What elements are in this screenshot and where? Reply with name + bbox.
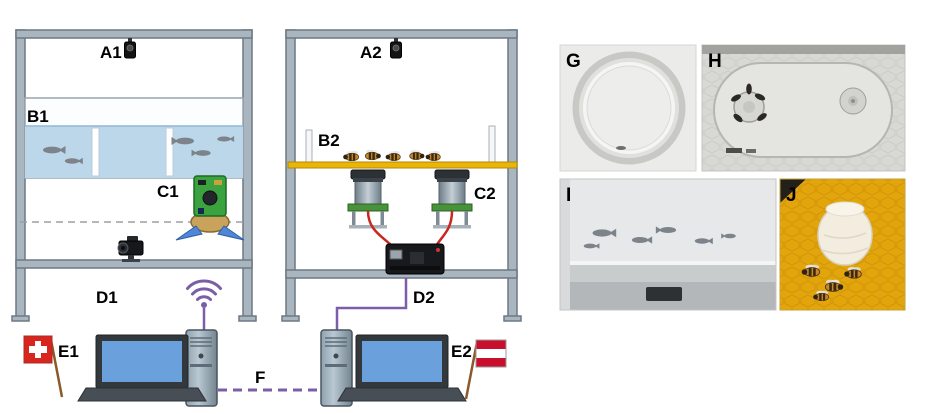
fish-robot [175, 175, 245, 241]
label-g: G [566, 51, 581, 72]
label-j: J [786, 185, 797, 206]
label-b1: B1 [27, 107, 49, 126]
fish-camera-icon [124, 37, 136, 59]
label-c2: C2 [474, 184, 496, 203]
tank-divider [91, 127, 100, 177]
photo-panel-fish-tank [559, 178, 777, 311]
photo-panel-dish [559, 44, 697, 172]
laptop-ch [77, 334, 207, 402]
laptop-at [337, 334, 467, 402]
bee-cluster [731, 83, 767, 123]
label-e1: E1 [58, 342, 79, 361]
label-a1: A1 [100, 43, 122, 62]
network-links [186, 278, 408, 392]
controller-board [385, 243, 445, 275]
wifi-icon [186, 279, 222, 308]
arena-post [305, 129, 313, 165]
bee-camera-icon [390, 37, 402, 59]
laptop-screen [102, 341, 182, 382]
tracking-camera-icon [117, 235, 144, 263]
austria-flag-icon [464, 339, 507, 400]
bee-icon [342, 149, 441, 162]
label-d2: D2 [413, 288, 435, 307]
label-d1: D1 [96, 288, 118, 307]
computer-tower [185, 329, 218, 407]
bee-enclosure-frame [281, 29, 522, 322]
label-i: I [566, 185, 571, 206]
label-c1: C1 [157, 182, 179, 201]
label-e2: E2 [451, 342, 472, 361]
label-a2: A2 [360, 43, 382, 62]
tank-divider [165, 127, 174, 177]
laptop-screen [362, 341, 442, 382]
link-d2-wire [335, 278, 408, 331]
label-h: H [708, 51, 722, 72]
computer-tower [320, 329, 353, 407]
fish-tank [24, 97, 244, 179]
bee-arena-shelf [287, 161, 518, 169]
switzerland-flag-icon [23, 335, 64, 398]
label-f: F [255, 368, 265, 387]
label-b2: B2 [318, 131, 340, 150]
arena-post [488, 125, 496, 165]
photo-panel-bee-robot [779, 178, 906, 311]
photo-panel-bee-arena [701, 44, 906, 172]
